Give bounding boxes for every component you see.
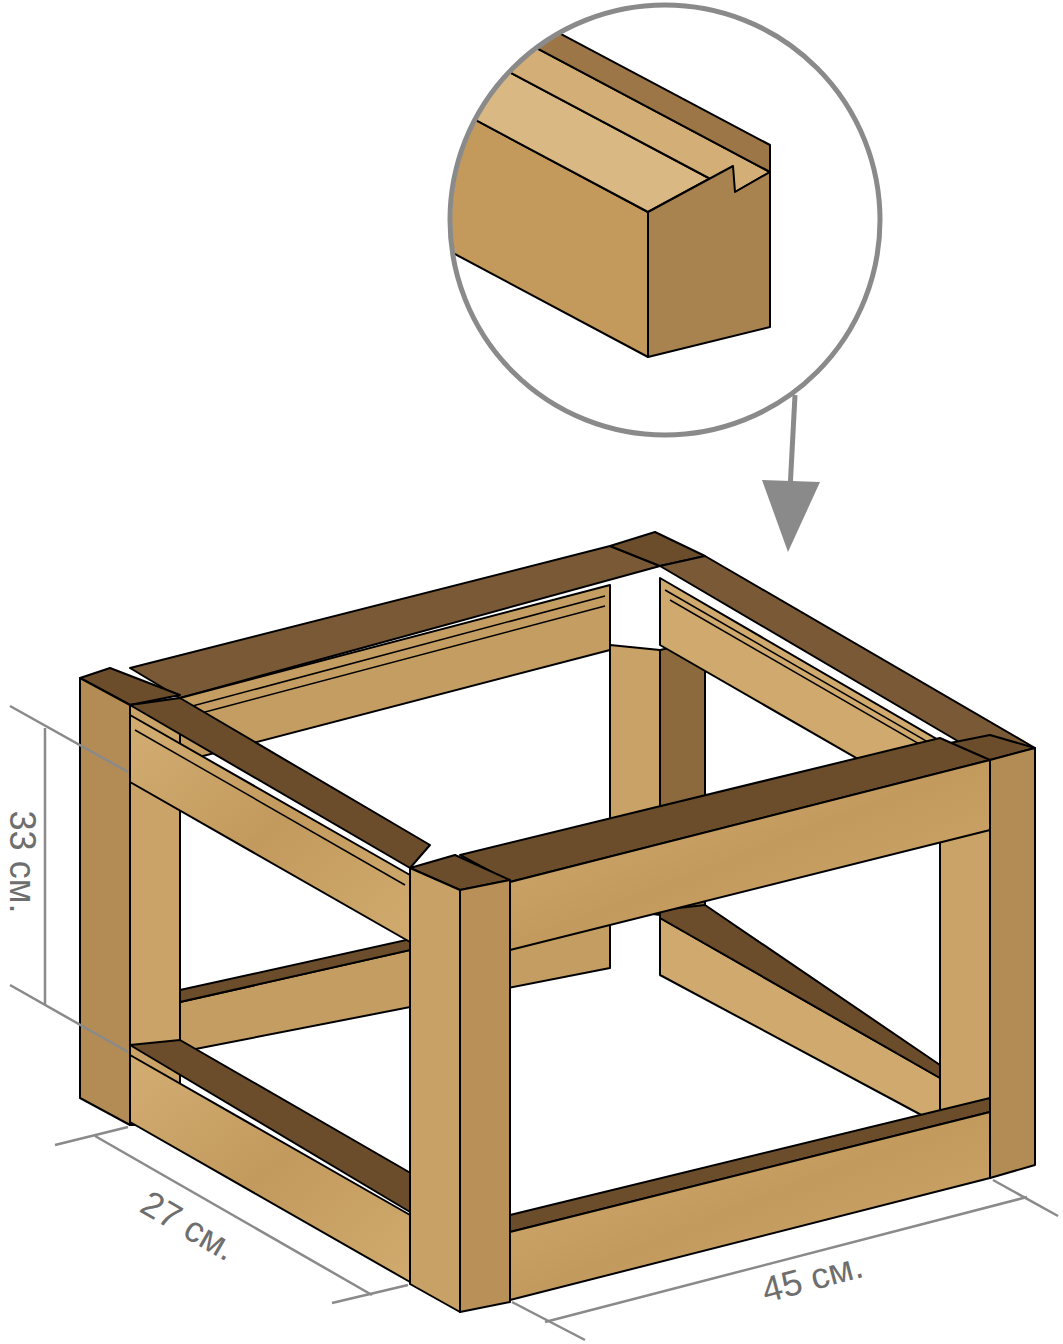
dimension-lines bbox=[10, 706, 1058, 1340]
profile-callout bbox=[260, 0, 880, 552]
dimension-label: 27 см. bbox=[130, 1181, 246, 1271]
dimension-label: 45 см. bbox=[753, 1244, 870, 1311]
dimension-label: 33 см. bbox=[2, 807, 42, 918]
wooden-frame bbox=[80, 532, 1035, 1312]
